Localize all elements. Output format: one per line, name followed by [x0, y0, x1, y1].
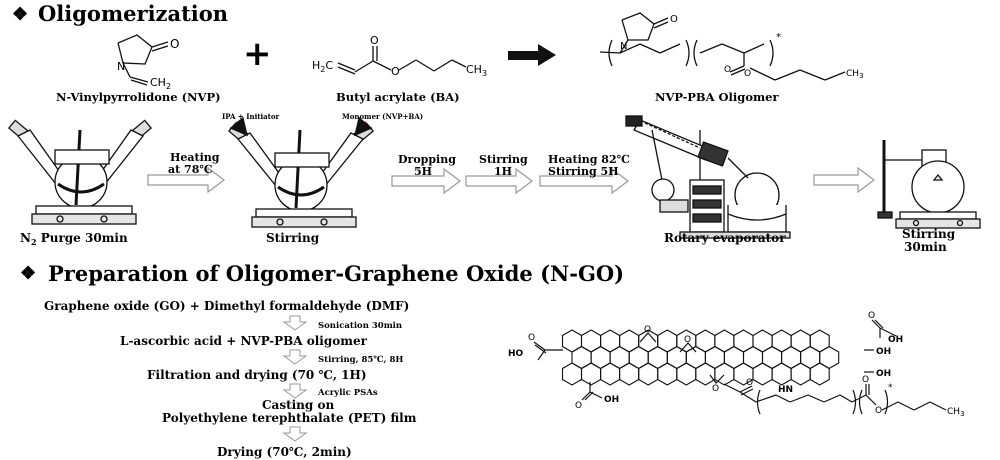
ba-ester-o: O: [391, 65, 400, 78]
monomer-label: Monomer (NVP+BA): [342, 112, 423, 121]
nvp-nitrogen: N: [117, 60, 125, 73]
heating78-line2: at 78℃: [168, 163, 213, 176]
step-arrow-1: [282, 315, 308, 331]
product-name: NVP-PBA Oligomer: [655, 90, 779, 104]
graphene-ring: [580, 362, 602, 386]
stirring-label: Stirring: [266, 231, 320, 245]
reactor-apparatus-1: [7, 119, 153, 225]
step-arrow-1-label: Sonication 30min: [318, 321, 402, 331]
process-arrow-5: [813, 166, 875, 194]
graphene-ring: [771, 362, 792, 386]
ngo-chain-ch3: CH3: [947, 407, 965, 418]
product-structure: [599, 12, 846, 81]
ba-ch3: CH3: [466, 63, 487, 78]
ngo-hn: HN: [778, 385, 793, 395]
reaction-arrow: [508, 44, 556, 66]
plus-sign: +: [243, 34, 272, 74]
step-4-line2: Polyethylene terephthalate (PET) film: [162, 411, 417, 425]
ngo-carbonyl-o1: O: [528, 333, 535, 343]
rotary-label: Rotary evaporator: [664, 231, 786, 245]
nvp-name: N-Vinylpyrrolidone (NVP): [56, 90, 221, 104]
rotary-evaporator: [625, 115, 791, 239]
step-arrow-3: [282, 383, 308, 399]
ngo-chain-o: O: [862, 375, 869, 385]
graphene-ring: [619, 362, 640, 386]
section1-bullet: ❖: [12, 4, 28, 25]
step-2: L-ascorbic acid + NVP-PBA oligomer: [120, 334, 368, 348]
step-3: Filtration and drying (70 ℃, 1H): [147, 368, 367, 382]
ngo-chain-o2: O: [875, 406, 882, 416]
dropping-line1: Dropping: [398, 153, 456, 166]
ngo-ring-o: O: [712, 384, 719, 394]
process-arrow-3: [465, 167, 533, 195]
ba-structure: [337, 46, 467, 75]
graphene-ring: [752, 362, 773, 386]
ngo-oh-2: OH: [876, 347, 891, 357]
ngo-structure: [561, 329, 840, 386]
nvp-ch2: CH2: [150, 76, 171, 91]
reactor-apparatus-2: [227, 122, 375, 228]
stirring1h-line1: Stirring: [479, 153, 528, 166]
ngo-substituents: [533, 319, 947, 415]
ngo-oh-3: OH: [876, 369, 891, 379]
nvp-structure: [117, 34, 169, 86]
ngo-carbonyl-o2: O: [868, 311, 875, 321]
ngo-oh-1: OH: [888, 335, 903, 345]
product-oxygen: O: [670, 14, 678, 25]
product-ch3: CH3: [846, 69, 864, 80]
step-arrow-4: [282, 426, 308, 442]
stirring30-line2: 30min: [904, 240, 947, 254]
ngo-ester-o: O: [746, 378, 753, 388]
stirring30-line1: Stirring: [902, 227, 956, 241]
graphene-ring: [676, 362, 697, 386]
step-4-line1: Casting on: [262, 398, 334, 412]
ngo-star: *: [888, 383, 893, 393]
graphene-ring: [600, 362, 621, 386]
product-ester-o: O: [744, 69, 751, 79]
heating82-line2: Stirring 5H: [548, 165, 619, 178]
graphene-ring: [561, 362, 583, 386]
ngo-ho: HO: [508, 349, 524, 359]
section1-heading: Oligomerization: [38, 1, 228, 26]
heating82-line1: Heating 82℃: [548, 153, 630, 166]
ipa-feed-arrow: [229, 116, 248, 137]
flask-stand: [877, 140, 981, 229]
graphene-ring: [695, 362, 716, 386]
process-arrow-1: [147, 166, 225, 194]
product-carbonyl-o: O: [724, 65, 731, 75]
ngo-epoxy-o1: O: [644, 325, 651, 335]
purge-label: N2 Purge 30min: [20, 231, 128, 247]
dropping-line2: 5H: [414, 165, 432, 178]
process-arrow-2: [391, 167, 461, 195]
graphene-ring: [657, 362, 678, 386]
section2-bullet: ❖: [20, 263, 36, 284]
section2-heading: Preparation of Oligomer-Graphene Oxide (…: [48, 261, 624, 286]
ngo-oh-bottom: OH: [604, 395, 619, 405]
ba-name: Butyl acrylate (BA): [336, 90, 460, 104]
step-arrow-3-label: Acrylic PSAs: [317, 388, 378, 398]
nvp-oxygen: O: [170, 37, 179, 51]
step-5: Drying (70℃, 2min): [217, 445, 352, 459]
monomer-feed-arrow: [354, 116, 373, 137]
step-arrow-2-label: Stirring, 85℃, 8H: [318, 355, 403, 365]
ba-carbonyl-o: O: [370, 34, 379, 47]
ngo-carbonyl-o3: O: [575, 401, 582, 411]
ba-h2c: H2C: [312, 59, 333, 74]
ipa-initiator-label: IPA + Initiator: [222, 112, 280, 121]
graphene-ring: [638, 362, 659, 386]
step-1: Graphene oxide (GO) + Dimethyl formaldeh…: [44, 299, 409, 313]
graphene-ring: [790, 362, 811, 386]
stirring1h-line2: 1H: [494, 165, 512, 178]
process-arrow-4: [539, 167, 629, 195]
step-arrow-2: [282, 349, 308, 365]
product-star: *: [776, 32, 781, 43]
ngo-epoxy-o2: O: [684, 335, 691, 345]
heating78-line1: Heating: [170, 151, 220, 164]
graphene-ring: [809, 362, 830, 386]
product-nitrogen: N: [620, 41, 627, 52]
